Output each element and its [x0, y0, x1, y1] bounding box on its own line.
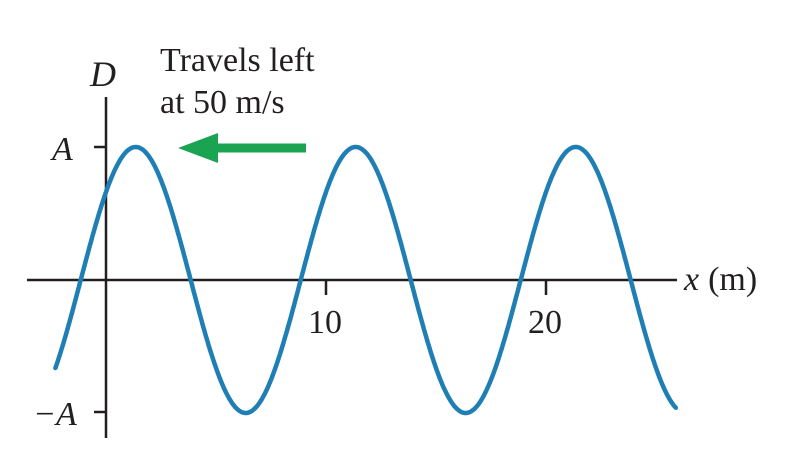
wave-curve [53, 144, 679, 416]
y-axis-label: D [89, 54, 116, 94]
annotation-line-2: at 50 m/s [160, 84, 285, 121]
x-tick-label-10: 10 [308, 304, 342, 341]
annotation-line-1: Travels left [160, 42, 315, 79]
left-arrow-icon [178, 133, 306, 163]
x-tick-label-20: 20 [528, 304, 562, 341]
amp-neg-label: −A [33, 396, 77, 433]
x-axis-label: x(m) [683, 261, 757, 298]
amp-pos-label: A [50, 131, 73, 168]
